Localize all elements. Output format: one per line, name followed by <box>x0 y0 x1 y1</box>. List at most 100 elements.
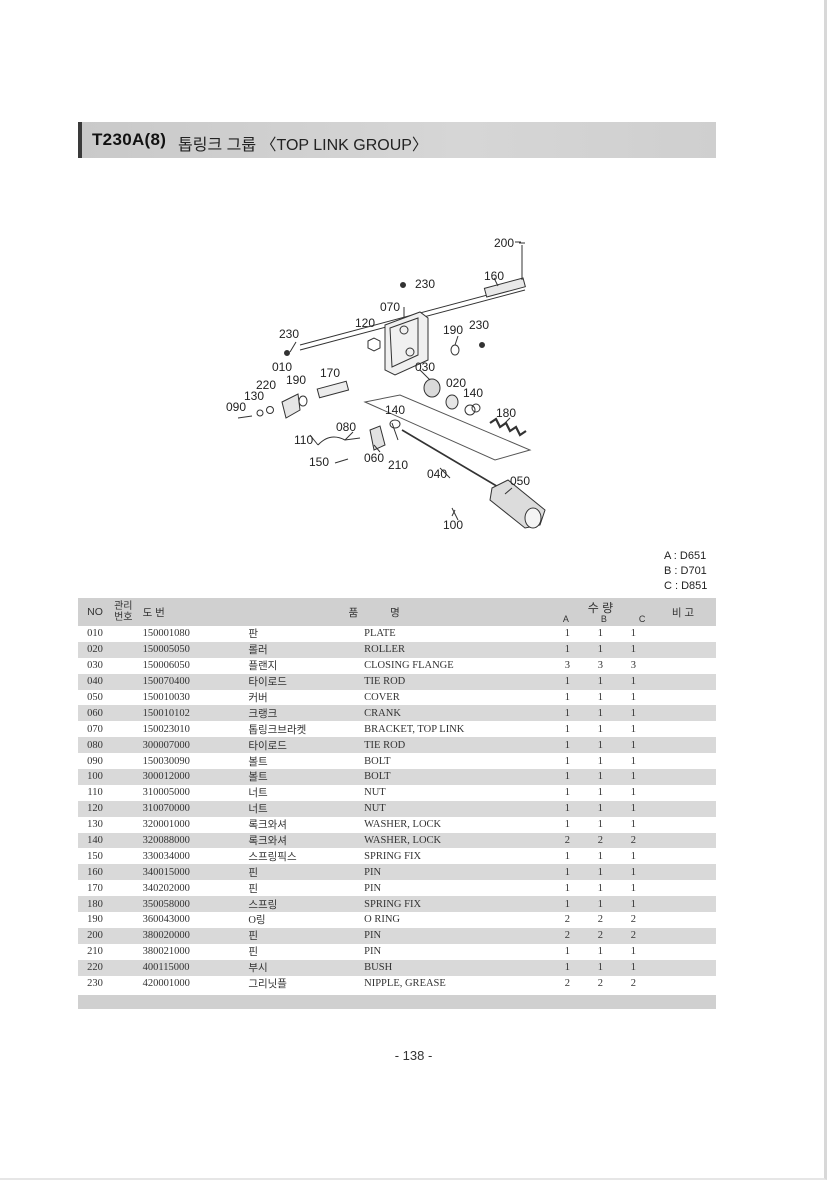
row-no: 150 <box>87 850 103 862</box>
row-drawing-no: 150010102 <box>134 705 249 722</box>
row-name-kr: 스프링 <box>248 896 365 913</box>
row-name-kr: 롤러 <box>248 641 365 658</box>
row-remarks <box>650 817 716 833</box>
row-qty-c: 1 <box>616 737 650 754</box>
row-qty-c: 1 <box>630 819 637 831</box>
row-drawing-no: 350058000 <box>134 896 249 913</box>
row-remarks <box>649 737 716 754</box>
row-qty-a: 1 <box>550 959 584 976</box>
parts-table-header: NO 관리 번호 도 번 품 명 수 량 A B C 비 고 <box>78 598 716 626</box>
row-name-kr: 판 <box>248 629 258 641</box>
row-name-en: PIN <box>364 927 551 944</box>
header-name-2: 명 <box>364 598 551 626</box>
row-drawing-no: 150001080 <box>142 628 190 640</box>
row-qty-a: 1 <box>550 769 584 785</box>
row-qty-c: 1 <box>616 641 650 658</box>
row-name-en: PIN <box>364 882 382 894</box>
row-qty-a: 1 <box>550 864 584 881</box>
row-qty-a: 1 <box>564 628 571 640</box>
header-name-1: 품 <box>248 598 365 626</box>
row-qty-a: 1 <box>550 800 584 817</box>
row-no: 060 <box>78 705 113 722</box>
callout-030: 030 <box>415 360 435 374</box>
row-ref <box>112 817 135 833</box>
row-qty-b: 1 <box>597 692 604 703</box>
section-code: T230A(8) <box>92 130 167 149</box>
row-no: 140 <box>78 832 113 849</box>
row-name-en: BRACKET, TOP LINK <box>364 723 465 735</box>
row-drawing-no: 300012000 <box>134 769 249 785</box>
callout-120: 120 <box>355 316 375 330</box>
row-qty-c: 1 <box>630 692 637 703</box>
row-no: 120 <box>78 800 113 817</box>
row-qty-c: 2 <box>630 978 637 990</box>
row-ref <box>112 641 135 658</box>
row-no: 080 <box>78 737 113 754</box>
row-qty-a: 1 <box>564 692 571 703</box>
row-name-kr: 타이로드 <box>248 673 365 690</box>
row-remarks <box>649 800 716 817</box>
row-qty-c: 1 <box>630 946 637 958</box>
row-remarks <box>650 785 716 801</box>
row-name-kr: 너트 <box>248 800 365 817</box>
row-qty-a: 1 <box>550 705 584 722</box>
row-drawing-no: 150006050 <box>142 660 190 672</box>
row-name-en: SPRING FIX <box>364 896 551 913</box>
callout-050: 050 <box>510 474 530 488</box>
header-ref: 관리 번호 <box>112 598 135 626</box>
row-drawing-no: 340015000 <box>134 864 249 881</box>
row-name-en: PIN <box>364 946 382 958</box>
row-no: 170 <box>87 882 103 894</box>
row-qty-b: 2 <box>597 914 604 926</box>
row-no: 100 <box>78 769 113 785</box>
legend-item-c: C : D851 <box>664 580 708 592</box>
row-ref <box>112 753 135 769</box>
row-qty-b: 1 <box>583 959 617 976</box>
row-drawing-no: 320001000 <box>142 819 190 831</box>
row-ref <box>112 959 135 976</box>
row-ref <box>112 800 135 817</box>
row-qty-b: 1 <box>597 755 604 767</box>
row-no: 130 <box>87 819 103 831</box>
row-drawing-no: 360043000 <box>142 914 190 926</box>
callout-170: 170 <box>320 366 340 380</box>
row-remarks <box>650 912 716 928</box>
row-ref <box>112 785 135 801</box>
row-remarks <box>649 832 716 849</box>
row-qty-c: 1 <box>616 705 650 722</box>
row-remarks <box>650 721 716 737</box>
row-no: 090 <box>87 755 103 767</box>
row-no: 070 <box>87 723 103 735</box>
row-qty-c: 1 <box>616 959 650 976</box>
row-no: 180 <box>78 896 113 913</box>
row-ref <box>112 944 135 960</box>
row-remarks <box>649 673 716 690</box>
row-name-kr: 핀 <box>248 927 365 944</box>
row-drawing-no: 150023010 <box>142 723 190 735</box>
section-title-bar: T230A(8) 톱링크 그룹 〈TOP LINK GROUP〉 <box>78 122 716 158</box>
row-name-en: ROLLER <box>364 641 551 658</box>
row-qty-b: 1 <box>583 673 617 690</box>
row-name-kr: 볼트 <box>248 769 365 785</box>
row-qty-c: 1 <box>630 787 637 799</box>
row-qty-b: 1 <box>597 628 604 640</box>
row-qty-b: 2 <box>583 832 617 849</box>
callout-190-a: 190 <box>443 323 463 337</box>
row-name-en: TIE ROD <box>364 673 551 690</box>
row-qty-c: 3 <box>630 660 637 672</box>
row-drawing-no: 380020000 <box>134 927 249 944</box>
row-no: 160 <box>78 864 113 881</box>
callout-090: 090 <box>226 400 246 414</box>
row-name-kr: 핀 <box>248 864 365 881</box>
row-drawing-no: 310070000 <box>134 800 249 817</box>
